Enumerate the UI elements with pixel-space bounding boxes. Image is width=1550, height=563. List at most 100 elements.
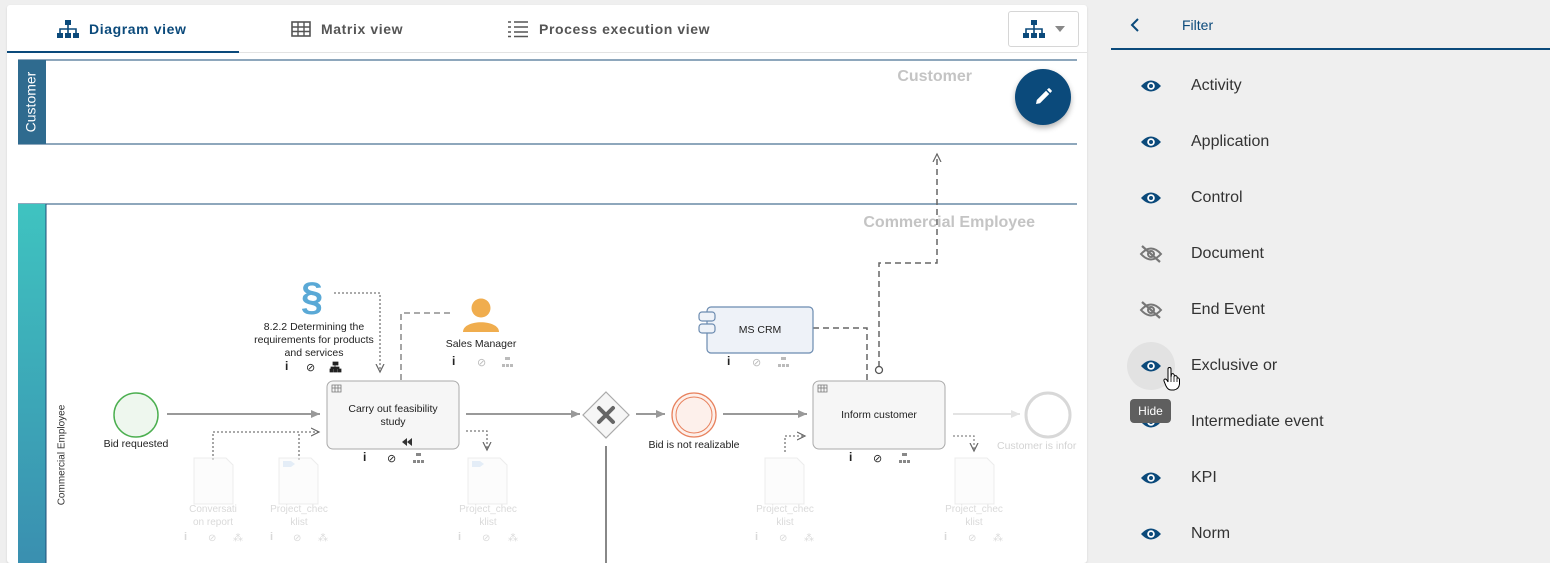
- document-label-line1: Project_chec: [756, 504, 814, 515]
- filter-item-label: End Event: [1191, 301, 1265, 318]
- eye-icon: [1141, 192, 1161, 204]
- paragraph-icon: §: [301, 275, 323, 319]
- filter-item-label: Application: [1191, 133, 1270, 150]
- info-icon: i: [184, 531, 187, 543]
- hierarchy-icon: [329, 361, 342, 373]
- eye-icon: [1141, 528, 1161, 540]
- norm-label-line3: and services: [285, 347, 344, 359]
- hierarchy-icon: [57, 20, 79, 38]
- document-label-line2: klist: [479, 517, 496, 528]
- visibility-toggle[interactable]: [1127, 286, 1175, 334]
- application-ms-crm[interactable]: MS CRM i ⊘: [698, 306, 814, 369]
- document-label-line2: on report: [193, 517, 233, 528]
- filter-item-document[interactable]: Document: [1111, 228, 1550, 284]
- filter-item-label: Norm: [1191, 525, 1231, 542]
- visibility-toggle[interactable]: [1127, 118, 1175, 166]
- start-event-bid-requested[interactable]: Bid requested: [104, 392, 169, 450]
- sequence-flows: [167, 410, 1020, 563]
- visibility-toggle[interactable]: [1127, 454, 1175, 502]
- document-project-checklist[interactable]: Project_chec klist i ⊘ ⁂: [270, 457, 328, 544]
- filter-item-end-event[interactable]: End Event: [1111, 284, 1550, 340]
- tab-process-execution-view[interactable]: Process execution view: [507, 5, 710, 53]
- attachment-icon: ⊘: [482, 533, 490, 544]
- hide-tooltip: Hide: [1130, 399, 1171, 423]
- view-type-dropdown[interactable]: [1008, 11, 1079, 47]
- active-tab-indicator: [7, 51, 239, 53]
- visibility-toggle[interactable]: [1127, 174, 1175, 222]
- attachment-icon: ⊘: [752, 357, 761, 369]
- document-project-checklist[interactable]: Project_chec klist i ⊘ ⁂: [755, 457, 814, 544]
- norm-element[interactable]: § 8.2.2 Determining the requirements for…: [254, 275, 374, 374]
- eye-icon: [1141, 136, 1161, 148]
- info-icon: i: [944, 531, 947, 543]
- activity-label-line1: Carry out feasibility: [348, 403, 438, 415]
- table-icon: [817, 384, 828, 393]
- exclusive-gateway[interactable]: [582, 391, 630, 439]
- document-label-line2: klist: [965, 517, 982, 528]
- visibility-toggle[interactable]: [1127, 510, 1175, 558]
- filter-item-exclusive-or[interactable]: Exclusive or: [1111, 340, 1550, 396]
- chevron-left-icon: [1130, 18, 1139, 32]
- filter-item-kpi[interactable]: KPI: [1111, 452, 1550, 508]
- hierarchy-icon: [899, 453, 910, 463]
- activity-inform-customer[interactable]: Inform customer i ⊘: [812, 380, 946, 465]
- collapse-filter-button[interactable]: [1123, 12, 1147, 38]
- role-sales-manager[interactable]: Sales Manager i ⊘: [446, 298, 517, 370]
- document-label-line2: klist: [290, 517, 307, 528]
- end-event-customer-informed[interactable]: Customer is infor: [997, 391, 1077, 452]
- filter-item-intermediate-event[interactable]: Intermediate event: [1111, 396, 1550, 452]
- customer-lane-title: Customer: [897, 68, 972, 85]
- norm-badges: i ⊘: [285, 359, 342, 374]
- hierarchy-icon: ⁂: [993, 532, 1003, 544]
- visibility-toggle[interactable]: [1127, 230, 1175, 278]
- end-event-label: Bid is not realizable: [648, 439, 739, 451]
- tab-diagram-view[interactable]: Diagram view: [57, 5, 186, 53]
- grid-icon: [291, 21, 311, 37]
- filter-item-label: Activity: [1191, 77, 1242, 94]
- application-label: MS CRM: [739, 324, 782, 336]
- visibility-toggle[interactable]: [1127, 62, 1175, 110]
- info-icon: i: [285, 359, 288, 373]
- filter-item-activity[interactable]: Activity: [1111, 60, 1550, 116]
- edit-button[interactable]: [1015, 69, 1071, 125]
- tab-label: Diagram view: [89, 21, 187, 37]
- hierarchy-icon: [1022, 20, 1045, 38]
- associations: [212, 154, 974, 460]
- document-project-checklist[interactable]: Project_chec klist i ⊘ ⁂: [944, 457, 1003, 544]
- norm-label-line2: requirements for products: [254, 334, 374, 346]
- hierarchy-icon: ⁂: [804, 532, 814, 544]
- customer-lane-label: Customer: [23, 71, 39, 132]
- end-event-label: Customer is infor: [997, 440, 1077, 452]
- document-label-line1: Project_chec: [459, 504, 517, 515]
- end-event-bid-not-realizable[interactable]: Bid is not realizable: [648, 392, 740, 451]
- attachment-icon: ⊘: [208, 533, 216, 544]
- document-label-line2: klist: [776, 517, 793, 528]
- activity-carry-out-feasibility-study[interactable]: Carry out feasibility study i ⊘: [326, 380, 460, 465]
- filter-item-control[interactable]: Control: [1111, 172, 1550, 228]
- process-diagram[interactable]: Customer Customer Commercial Employee Co…: [7, 5, 1087, 563]
- attachment-icon: ⊘: [779, 533, 787, 544]
- filter-header: Filter: [1111, 0, 1550, 50]
- activity-label-line2: study: [380, 416, 406, 428]
- close-icon: [597, 406, 615, 424]
- filter-item-norm[interactable]: Norm: [1111, 508, 1550, 563]
- filter-panel: Filter Activity Application Control Docu…: [1111, 0, 1550, 563]
- table-icon: [331, 384, 342, 393]
- hierarchy-icon: ⁂: [233, 532, 243, 544]
- commercial-lane-header: [18, 204, 46, 563]
- attachment-icon: ⊘: [387, 453, 396, 465]
- start-event-label: Bid requested: [104, 438, 169, 450]
- eye-off-icon: [1139, 301, 1163, 319]
- documents-faded: Conversati on report i ⊘ ⁂ Project_chec …: [184, 457, 1003, 544]
- filter-item-application[interactable]: Application: [1111, 116, 1550, 172]
- eye-icon: [1141, 360, 1161, 372]
- caret-down-icon: [1054, 26, 1065, 32]
- filter-title: Filter: [1182, 17, 1214, 33]
- tab-matrix-view[interactable]: Matrix view: [291, 5, 403, 53]
- document-conversation-report[interactable]: Conversati on report i ⊘ ⁂: [184, 457, 243, 544]
- attachment-icon: ⊘: [293, 533, 301, 544]
- customer-lane-header: [18, 60, 46, 144]
- person-icon: [471, 298, 491, 318]
- hierarchy-icon: [778, 357, 789, 367]
- document-project-checklist[interactable]: Project_chec klist i ⊘ ⁂: [458, 457, 518, 544]
